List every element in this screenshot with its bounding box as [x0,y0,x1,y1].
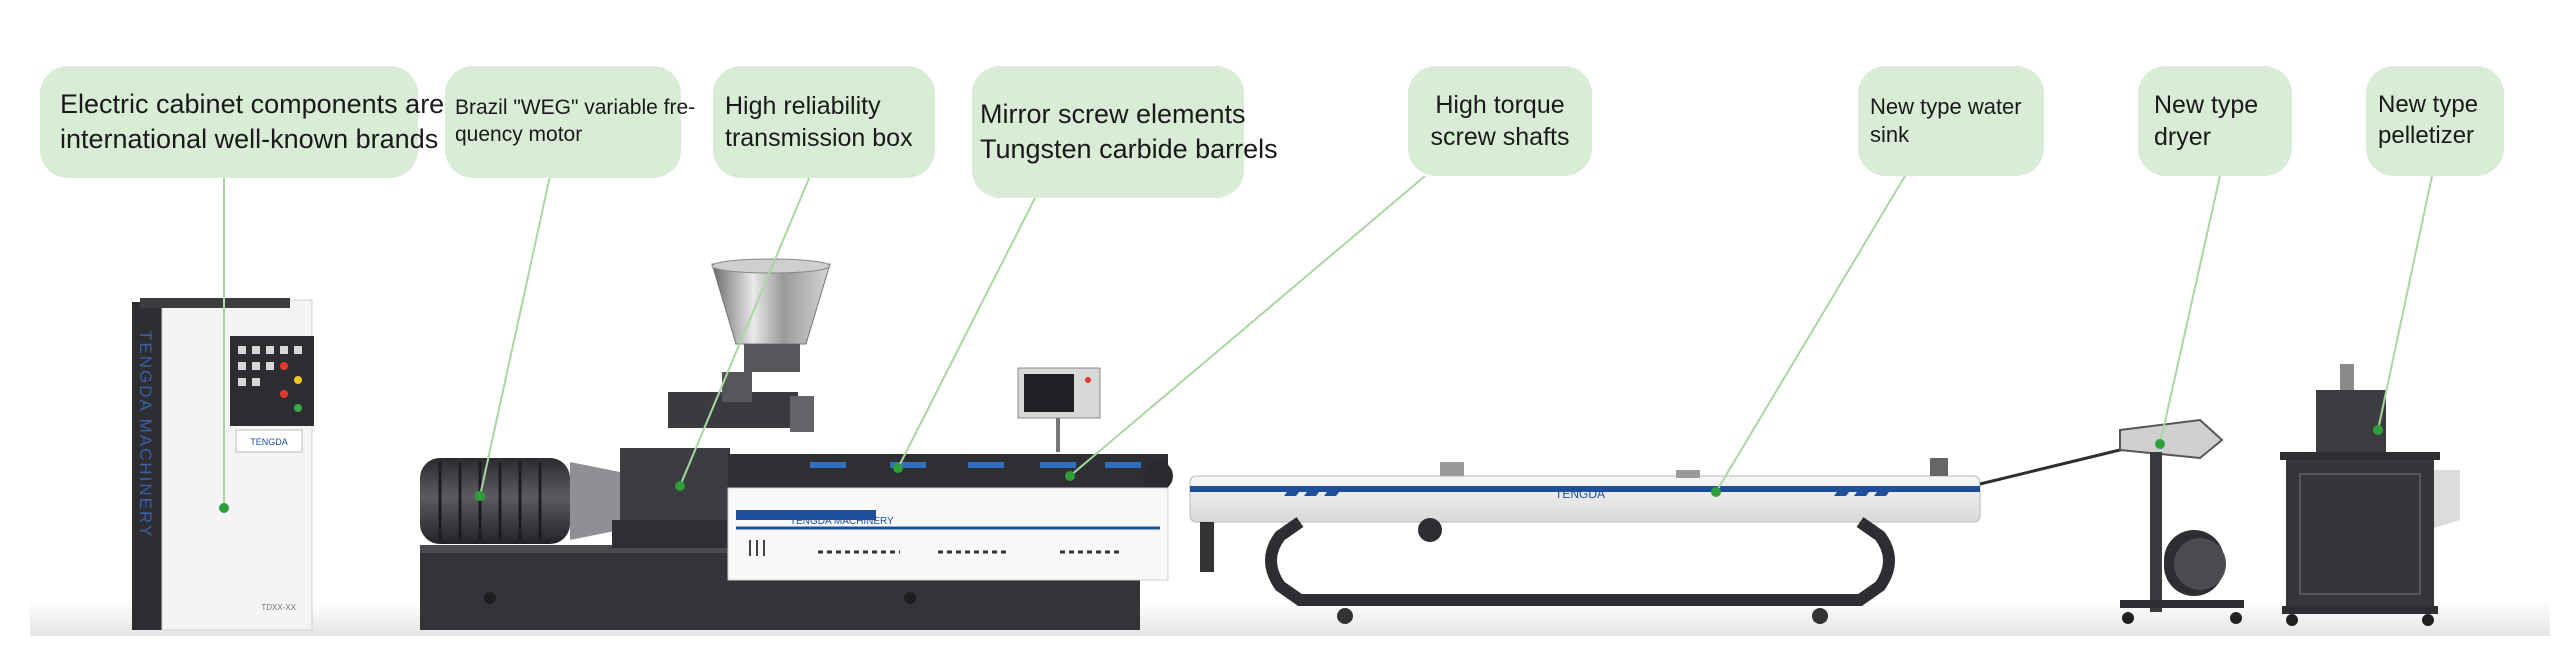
label-line: international well-known brands [60,124,439,154]
label-line: High reliability [725,92,881,120]
label-line: transmission box [725,124,913,152]
label-line: Tungsten carbide barrels [980,134,1278,164]
strand-line [1979,446,2129,486]
label-line: Brazil "WEG" variable fre- [455,96,696,120]
leader-lines [223,175,2433,508]
water-sink: TENGDA [1189,458,1981,624]
label-line: Electric cabinet components are [60,89,445,120]
cabinet-small-text: TDXX-XX [261,603,296,612]
label-screw-elements: Mirror screw elements Tungsten carbide b… [972,66,1278,198]
electric-cabinet: TENGDA TENGDA MACHINERY TDXX-XX [132,298,314,631]
label-screw-shafts: High torque screw shafts [1408,66,1592,176]
dryer [2119,418,2244,624]
label-line: New type [2154,91,2259,119]
label-line: dryer [2154,123,2211,151]
sink-brand-text: TENGDA [1555,487,1605,501]
label-line: Mirror screw elements [980,99,1246,130]
cabinet-vertical-text: TENGDA MACHINERY [136,330,155,538]
label-electric-cabinet: Electric cabinet components are internat… [40,66,445,178]
label-pelletizer: New type pelletizer [2366,66,2504,176]
label-line: sink [1870,122,1910,147]
cabinet-panel-text: TENGDA [250,437,288,447]
leader-dots [219,425,2383,513]
label-line: High torque [1435,91,1565,119]
label-motor: Brazil "WEG" variable fre- quency motor [445,66,696,178]
twin-screw-extruder: TENGDA MACHINERY [420,258,1173,630]
extruder-brand-text: TENGDA MACHINERY [790,516,894,527]
label-transmission-box: High reliability transmission box [713,66,935,178]
label-line: New type [2378,91,2479,119]
label-water-sink: New type water sink [1858,66,2044,176]
label-line: quency motor [455,123,583,146]
pelletizer [2280,364,2460,626]
label-line: pelletizer [2378,122,2475,149]
label-line: New type water [1870,93,2022,119]
label-dryer: New type dryer [2138,66,2292,176]
label-line: screw shafts [1430,123,1570,151]
